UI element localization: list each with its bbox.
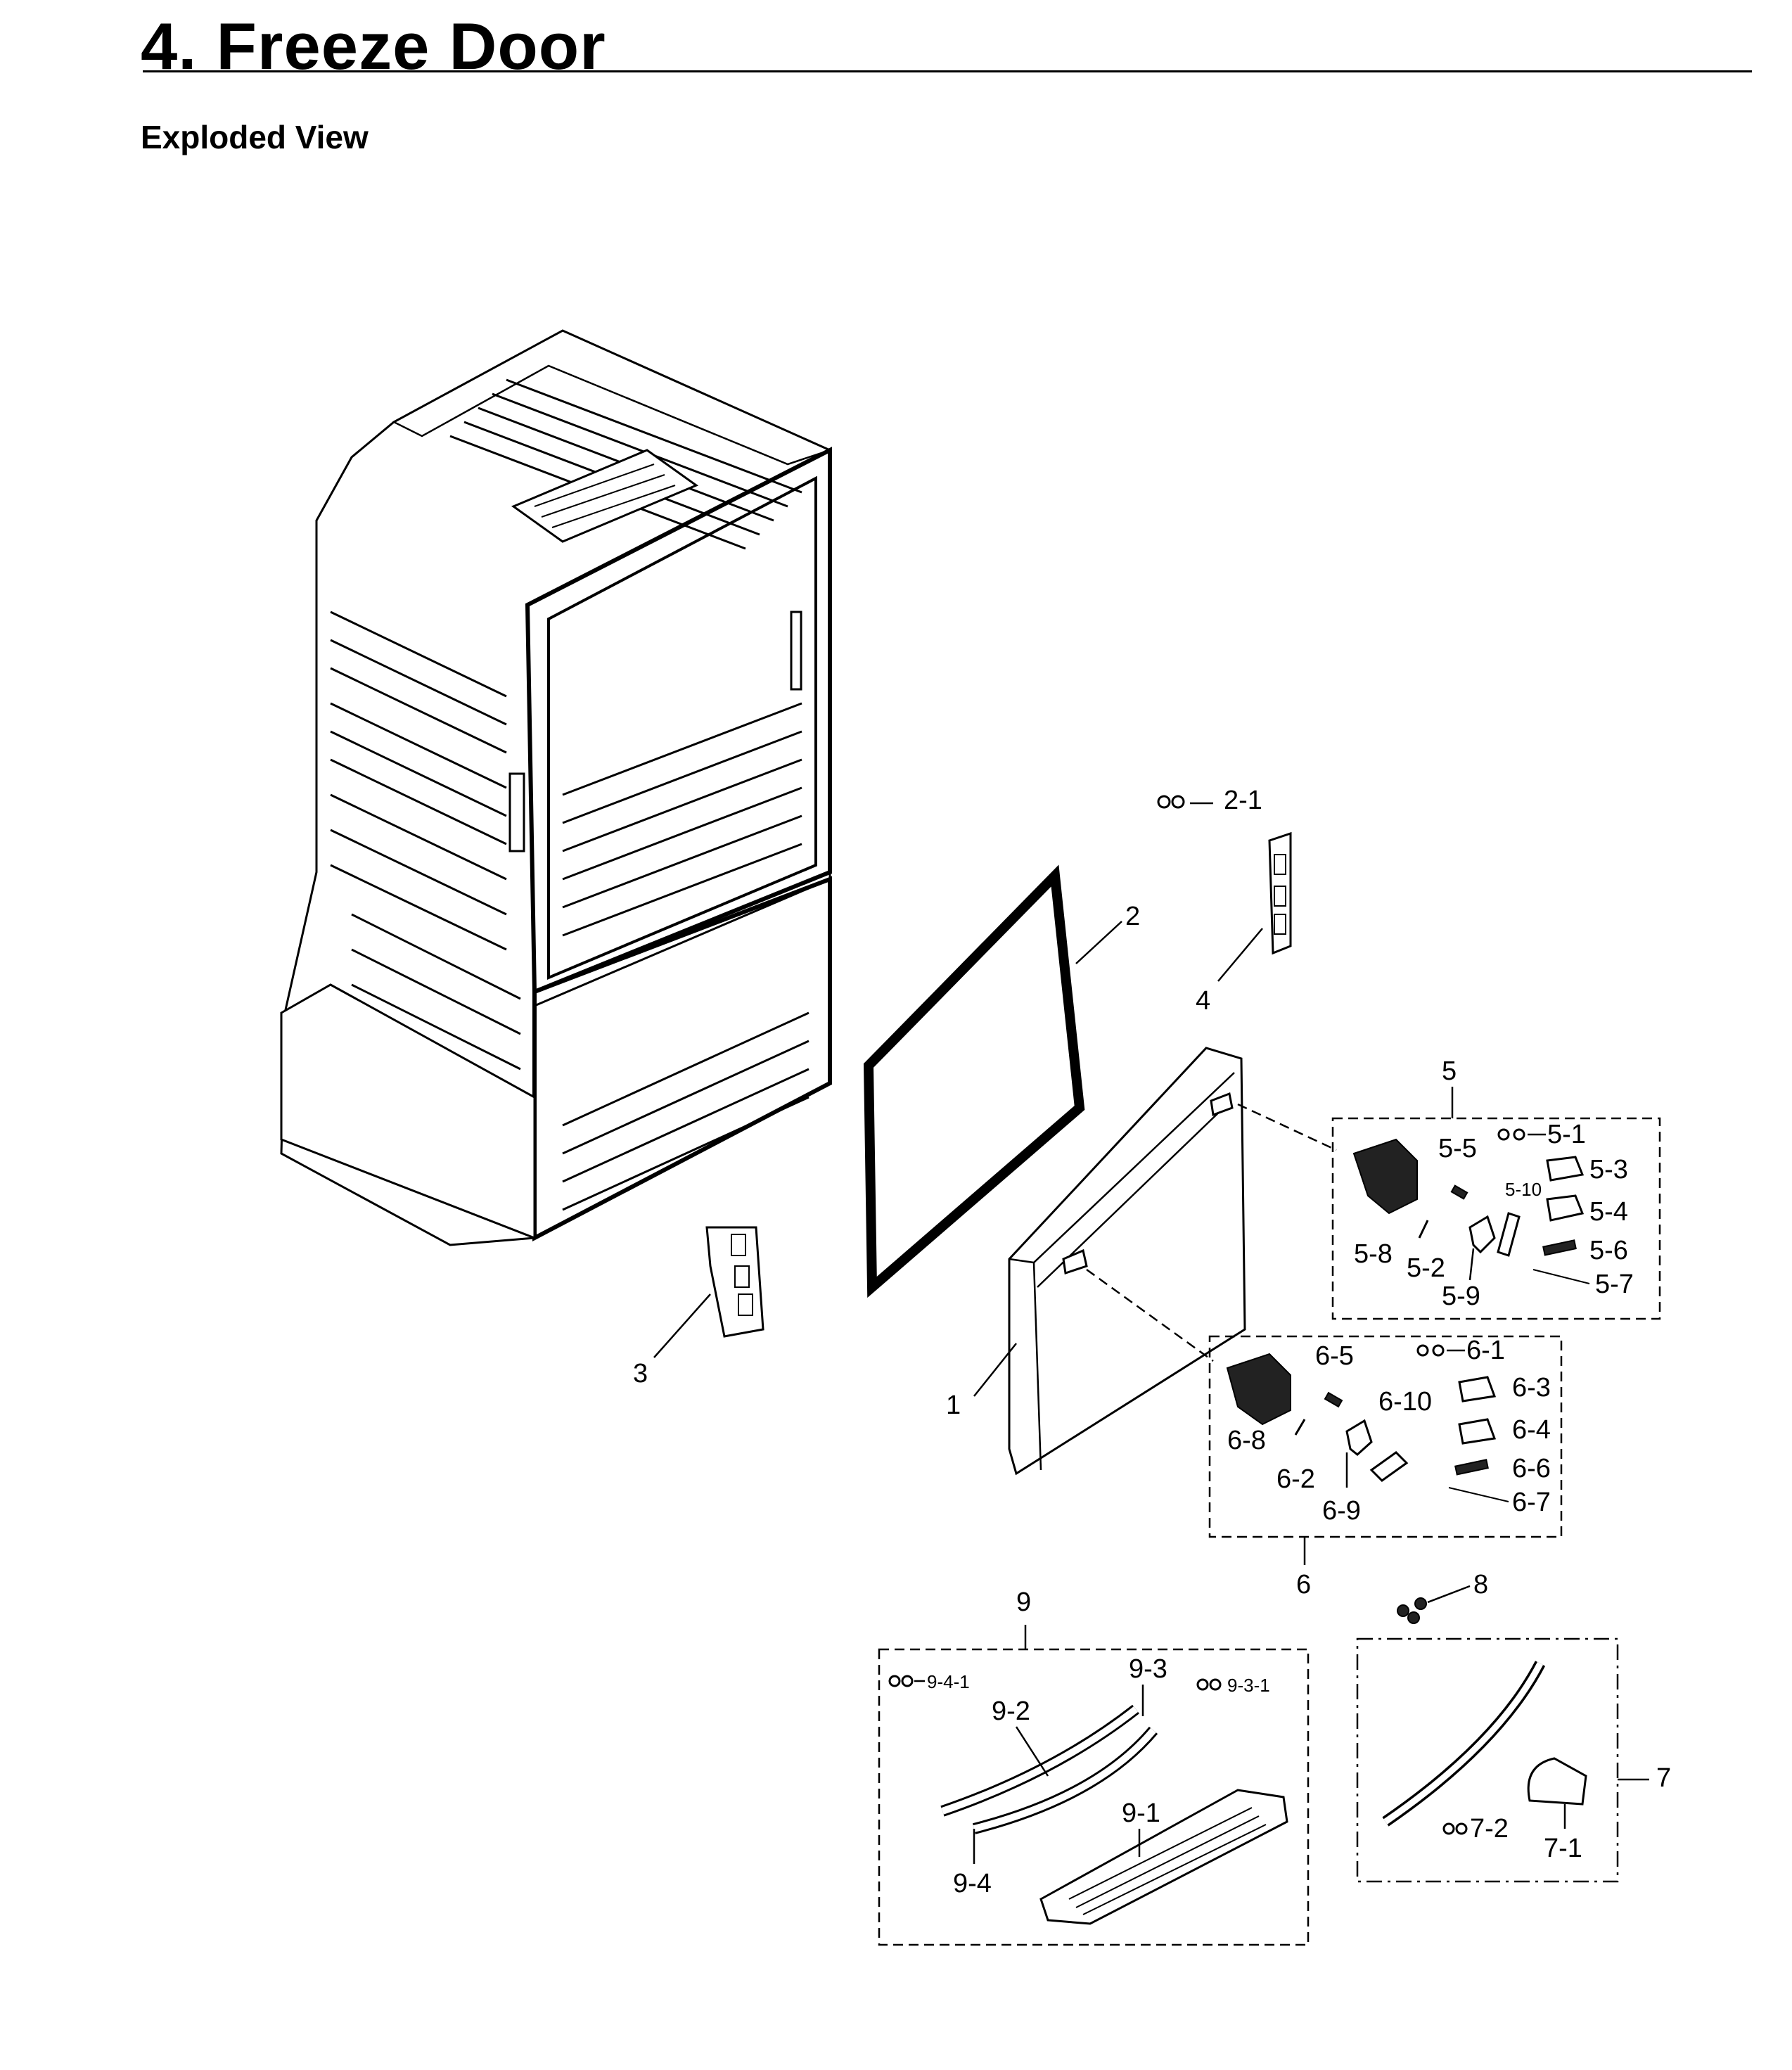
callout-8: 8 — [1473, 1570, 1488, 1599]
pin-5-2 — [1418, 1220, 1429, 1239]
callout-6: 6 — [1296, 1570, 1311, 1599]
pin-6-5 — [1324, 1391, 1343, 1408]
cap-7-1 — [1527, 1757, 1587, 1806]
callout-5-5: 5-5 — [1438, 1134, 1477, 1163]
leader-5-9 — [1468, 1248, 1475, 1281]
leader-8 — [1427, 1585, 1471, 1604]
callout-6-6: 6-6 — [1512, 1454, 1551, 1483]
plate-6-6 — [1454, 1459, 1489, 1476]
plate-5-6 — [1542, 1239, 1577, 1256]
callout-6-5: 6-5 — [1315, 1341, 1354, 1371]
block-5-4 — [1546, 1194, 1585, 1222]
callout-7-2: 7-2 — [1470, 1814, 1509, 1844]
freezer-door — [1008, 1047, 1246, 1476]
door-gasket — [863, 864, 1085, 1298]
callout-6-10: 6-10 — [1378, 1387, 1432, 1417]
callout-5-3: 5-3 — [1589, 1155, 1628, 1184]
hinge-cover-9-1 — [1039, 1789, 1288, 1925]
hinge-bracket-top — [1268, 831, 1292, 955]
assembly-box-9 — [878, 1648, 1310, 1946]
callout-6-2: 6-2 — [1276, 1464, 1315, 1494]
tube-group-9 — [940, 1704, 1158, 1834]
screw-icon — [1416, 1344, 1445, 1357]
callout-6-3: 6-3 — [1512, 1373, 1551, 1403]
leader-9-2 — [1015, 1726, 1049, 1777]
callout-7: 7 — [1656, 1763, 1671, 1793]
callout-5-8: 5-8 — [1354, 1239, 1393, 1269]
hinge-cap-5 — [1352, 1138, 1418, 1215]
callout-9-4: 9-4 — [953, 1869, 992, 1898]
callout-5-7: 5-7 — [1595, 1270, 1634, 1299]
title-underline — [143, 70, 1752, 72]
callout-6-9: 6-9 — [1322, 1496, 1361, 1526]
screw-icon — [1157, 795, 1185, 809]
callout-5-9: 5-9 — [1442, 1282, 1480, 1311]
callout-6-7: 6-7 — [1512, 1488, 1551, 1517]
callout-5-2: 5-2 — [1407, 1253, 1445, 1283]
callout-5-4: 5-4 — [1589, 1197, 1628, 1227]
screw-icon — [1397, 1597, 1427, 1624]
callout-6-1: 6-1 — [1466, 1336, 1505, 1365]
cover-5-10 — [1497, 1212, 1521, 1257]
hinge-bracket-bottom — [705, 1226, 764, 1338]
screw-icon — [1442, 1822, 1468, 1835]
tube-7-inner — [1383, 1661, 1543, 1825]
cabinet-body — [280, 329, 833, 1246]
screw-icon — [1497, 1128, 1525, 1141]
pin-6-2 — [1294, 1419, 1306, 1436]
leader-door-to-6 — [1086, 1268, 1214, 1362]
wire-6-7 — [1448, 1487, 1509, 1502]
callout-4: 4 — [1196, 986, 1210, 1016]
callout-9-4-1: 9-4-1 — [927, 1671, 970, 1692]
callout-5-1: 5-1 — [1547, 1120, 1586, 1149]
block-6-4 — [1458, 1418, 1497, 1445]
section-heading: Exploded View — [141, 119, 369, 155]
callout-5: 5 — [1442, 1056, 1457, 1086]
screw-icon — [1196, 1678, 1222, 1691]
callout-9-3: 9-3 — [1129, 1654, 1167, 1684]
callout-7-1: 7-1 — [1544, 1834, 1582, 1863]
leader-4 — [1217, 928, 1263, 982]
callout-9: 9 — [1016, 1587, 1031, 1617]
hinge-cap-6 — [1226, 1353, 1291, 1426]
screw-icon — [888, 1675, 914, 1687]
leader-1 — [973, 1343, 1017, 1397]
callout-5-10: 5-10 — [1505, 1179, 1542, 1200]
callout-2-1: 2-1 — [1224, 786, 1262, 815]
block-6-3 — [1458, 1376, 1497, 1403]
callout-1: 1 — [946, 1391, 961, 1420]
assembly-box-6 — [1208, 1335, 1563, 1538]
pin-5-5 — [1450, 1184, 1468, 1200]
wire-5-7 — [1532, 1269, 1590, 1284]
bracket-6-9 — [1345, 1419, 1373, 1456]
cover-6-10 — [1369, 1451, 1409, 1482]
callout-3: 3 — [633, 1359, 648, 1388]
callout-9-2: 9-2 — [992, 1697, 1030, 1726]
bracket-5-9 — [1468, 1215, 1496, 1254]
leader-2 — [1075, 921, 1122, 964]
tube-7 — [1382, 1661, 1546, 1827]
callout-6-4: 6-4 — [1512, 1415, 1551, 1445]
leader-door-to-5 — [1237, 1103, 1337, 1151]
block-5-3 — [1546, 1156, 1585, 1182]
callout-9-1: 9-1 — [1122, 1799, 1160, 1828]
callout-5-6: 5-6 — [1589, 1236, 1628, 1265]
leader-3 — [653, 1293, 711, 1358]
callout-9-3-1: 9-3-1 — [1227, 1675, 1270, 1696]
callout-6-8: 6-8 — [1227, 1426, 1266, 1455]
callout-2: 2 — [1125, 902, 1140, 931]
assembly-box-7 — [1356, 1637, 1619, 1883]
assembly-box-5 — [1331, 1117, 1661, 1320]
